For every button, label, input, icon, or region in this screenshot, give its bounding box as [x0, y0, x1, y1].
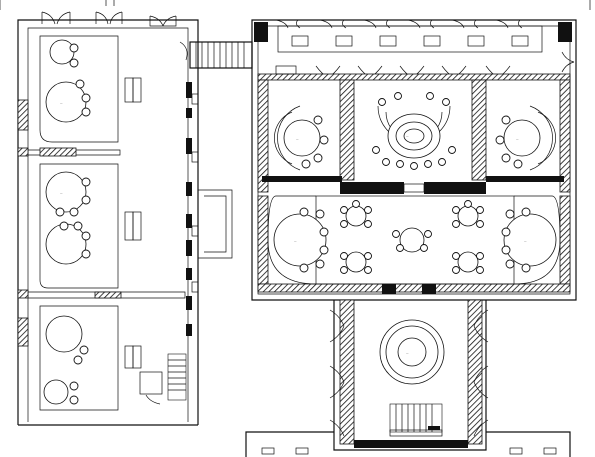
table-label: — — [406, 352, 409, 355]
left-wing: — — — [17, 11, 199, 426]
left-chairs — [55, 43, 91, 405]
table-label: — — [60, 192, 63, 195]
banquet-hall — [267, 195, 561, 285]
table-label: — — [406, 135, 409, 138]
table-label: — — [516, 138, 519, 141]
table-label: — — [294, 240, 297, 243]
terrace — [245, 431, 571, 457]
main-hall: — — — — — — [251, 19, 577, 301]
left-stair — [139, 353, 187, 405]
connector-bridge — [179, 41, 253, 259]
room-top-right — [495, 105, 556, 171]
top-window-bays — [275, 19, 543, 53]
room-top-center — [372, 92, 456, 170]
table-label: — — [60, 102, 63, 105]
south-pavilion: — — [329, 299, 489, 451]
table-label: — — [296, 138, 299, 141]
left-right-windows — [191, 93, 199, 293]
table-label: — — [524, 240, 527, 243]
room-top-left — [274, 105, 329, 171]
